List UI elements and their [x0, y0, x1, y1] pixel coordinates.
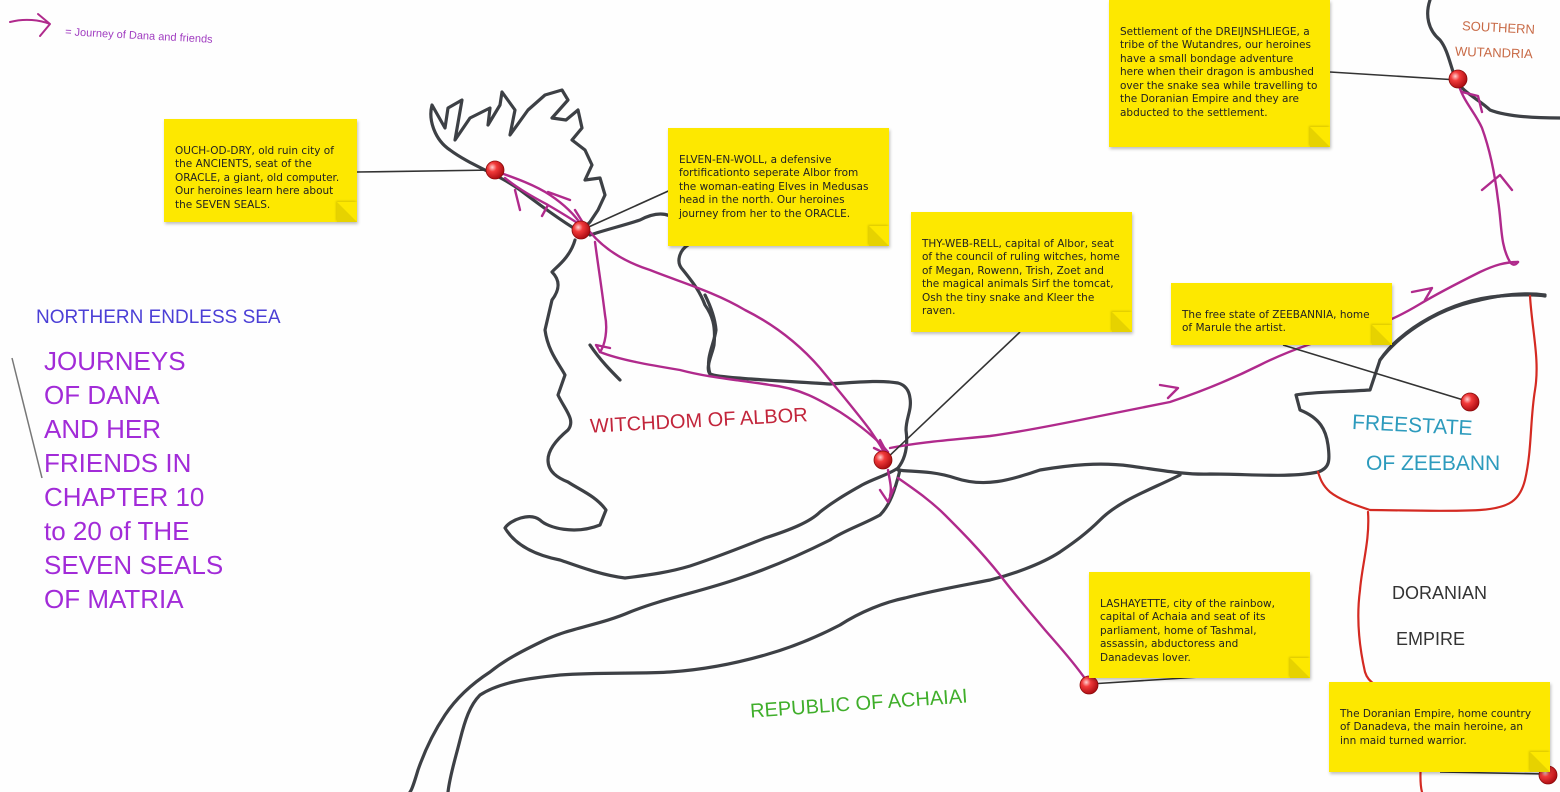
- pin-ouch-od-dry[interactable]: [485, 160, 505, 180]
- note-doranian-empire-text: The Doranian Empire, home country of Dan…: [1340, 707, 1532, 747]
- region-label-doranian-line2: EMPIRE: [1396, 629, 1466, 649]
- route-north: [1456, 80, 1520, 266]
- route-elven-south: [593, 240, 890, 454]
- title-stroke: [11, 357, 43, 479]
- coastline-achaia: [408, 468, 902, 792]
- pin-thy-web-rell[interactable]: [873, 450, 893, 470]
- note-elven-en-woll-text: ELVEN-EN-WOLL, a defensive fortification…: [679, 153, 869, 220]
- note-connectors: [356, 71, 1546, 775]
- route-thy-east: [888, 260, 1520, 450]
- note-zeebannia-text: The free state of ZEEBANNIA, home of Mar…: [1182, 308, 1370, 335]
- pin-dreijnshliege[interactable]: [1448, 69, 1468, 89]
- note-elven-en-woll[interactable]: ELVEN-EN-WOLL, a defensive fortification…: [668, 128, 889, 246]
- legend-arrow: [9, 13, 51, 37]
- route-elven-to-thy: [588, 230, 888, 460]
- note-dreijnshliege[interactable]: Settlement of the DREIJNSHLIEGE, a tribe…: [1109, 0, 1330, 147]
- region-label-doranian-line1: DORANIAN: [1392, 583, 1488, 603]
- route-arrows: [594, 90, 1514, 504]
- map-title: JOURNEYS OF DANA AND HER FRIENDS IN CHAP…: [44, 346, 224, 614]
- location-pins: [485, 69, 1558, 785]
- note-lashayette[interactable]: LASHAYETTE, city of the rainbow, capital…: [1089, 572, 1310, 678]
- region-label-zeebann-line2: OF ZEEBANN: [1366, 452, 1501, 475]
- note-ouch-od-dry-text: OUCH-OD-DRY, old ruin city of the ANCIEN…: [175, 144, 340, 211]
- pin-elven-en-woll[interactable]: [571, 220, 591, 240]
- note-dreijnshliege-text: Settlement of the DREIJNSHLIEGE, a tribe…: [1120, 25, 1318, 119]
- journey-routes: [496, 80, 1520, 682]
- coastline-albor-north: [429, 88, 607, 234]
- route-thy-achaia: [886, 468, 1088, 682]
- note-thy-web-rell-text: THY-WEB-RELL, capital of Albor, seat of …: [922, 237, 1120, 318]
- coastline-achaia-inner: [446, 473, 1182, 792]
- region-label-wutandria-line2: WUTANDRIA: [1454, 43, 1534, 62]
- coastline-east: [1378, 293, 1547, 362]
- note-ouch-od-dry[interactable]: OUCH-OD-DRY, old ruin city of the ANCIEN…: [164, 119, 357, 222]
- sea-label: NORTHERN ENDLESS SEA: [36, 307, 281, 328]
- note-thy-web-rell[interactable]: THY-WEB-RELL, capital of Albor, seat of …: [911, 212, 1132, 332]
- coastline-southwest: [588, 343, 622, 382]
- note-lashayette-text: LASHAYETTE, city of the rainbow, capital…: [1100, 597, 1275, 664]
- coastline-albor-inner: [703, 293, 718, 376]
- coastlines: [408, 0, 1560, 792]
- note-doranian-empire[interactable]: The Doranian Empire, home country of Dan…: [1329, 682, 1550, 772]
- pin-lashayette[interactable]: [1079, 675, 1099, 695]
- note-zeebannia[interactable]: The free state of ZEEBANNIA, home of Mar…: [1171, 283, 1392, 345]
- pin-zeebannia[interactable]: [1460, 392, 1480, 412]
- route-elven-to-oracle: [496, 170, 587, 228]
- coastline-albor: [503, 212, 913, 580]
